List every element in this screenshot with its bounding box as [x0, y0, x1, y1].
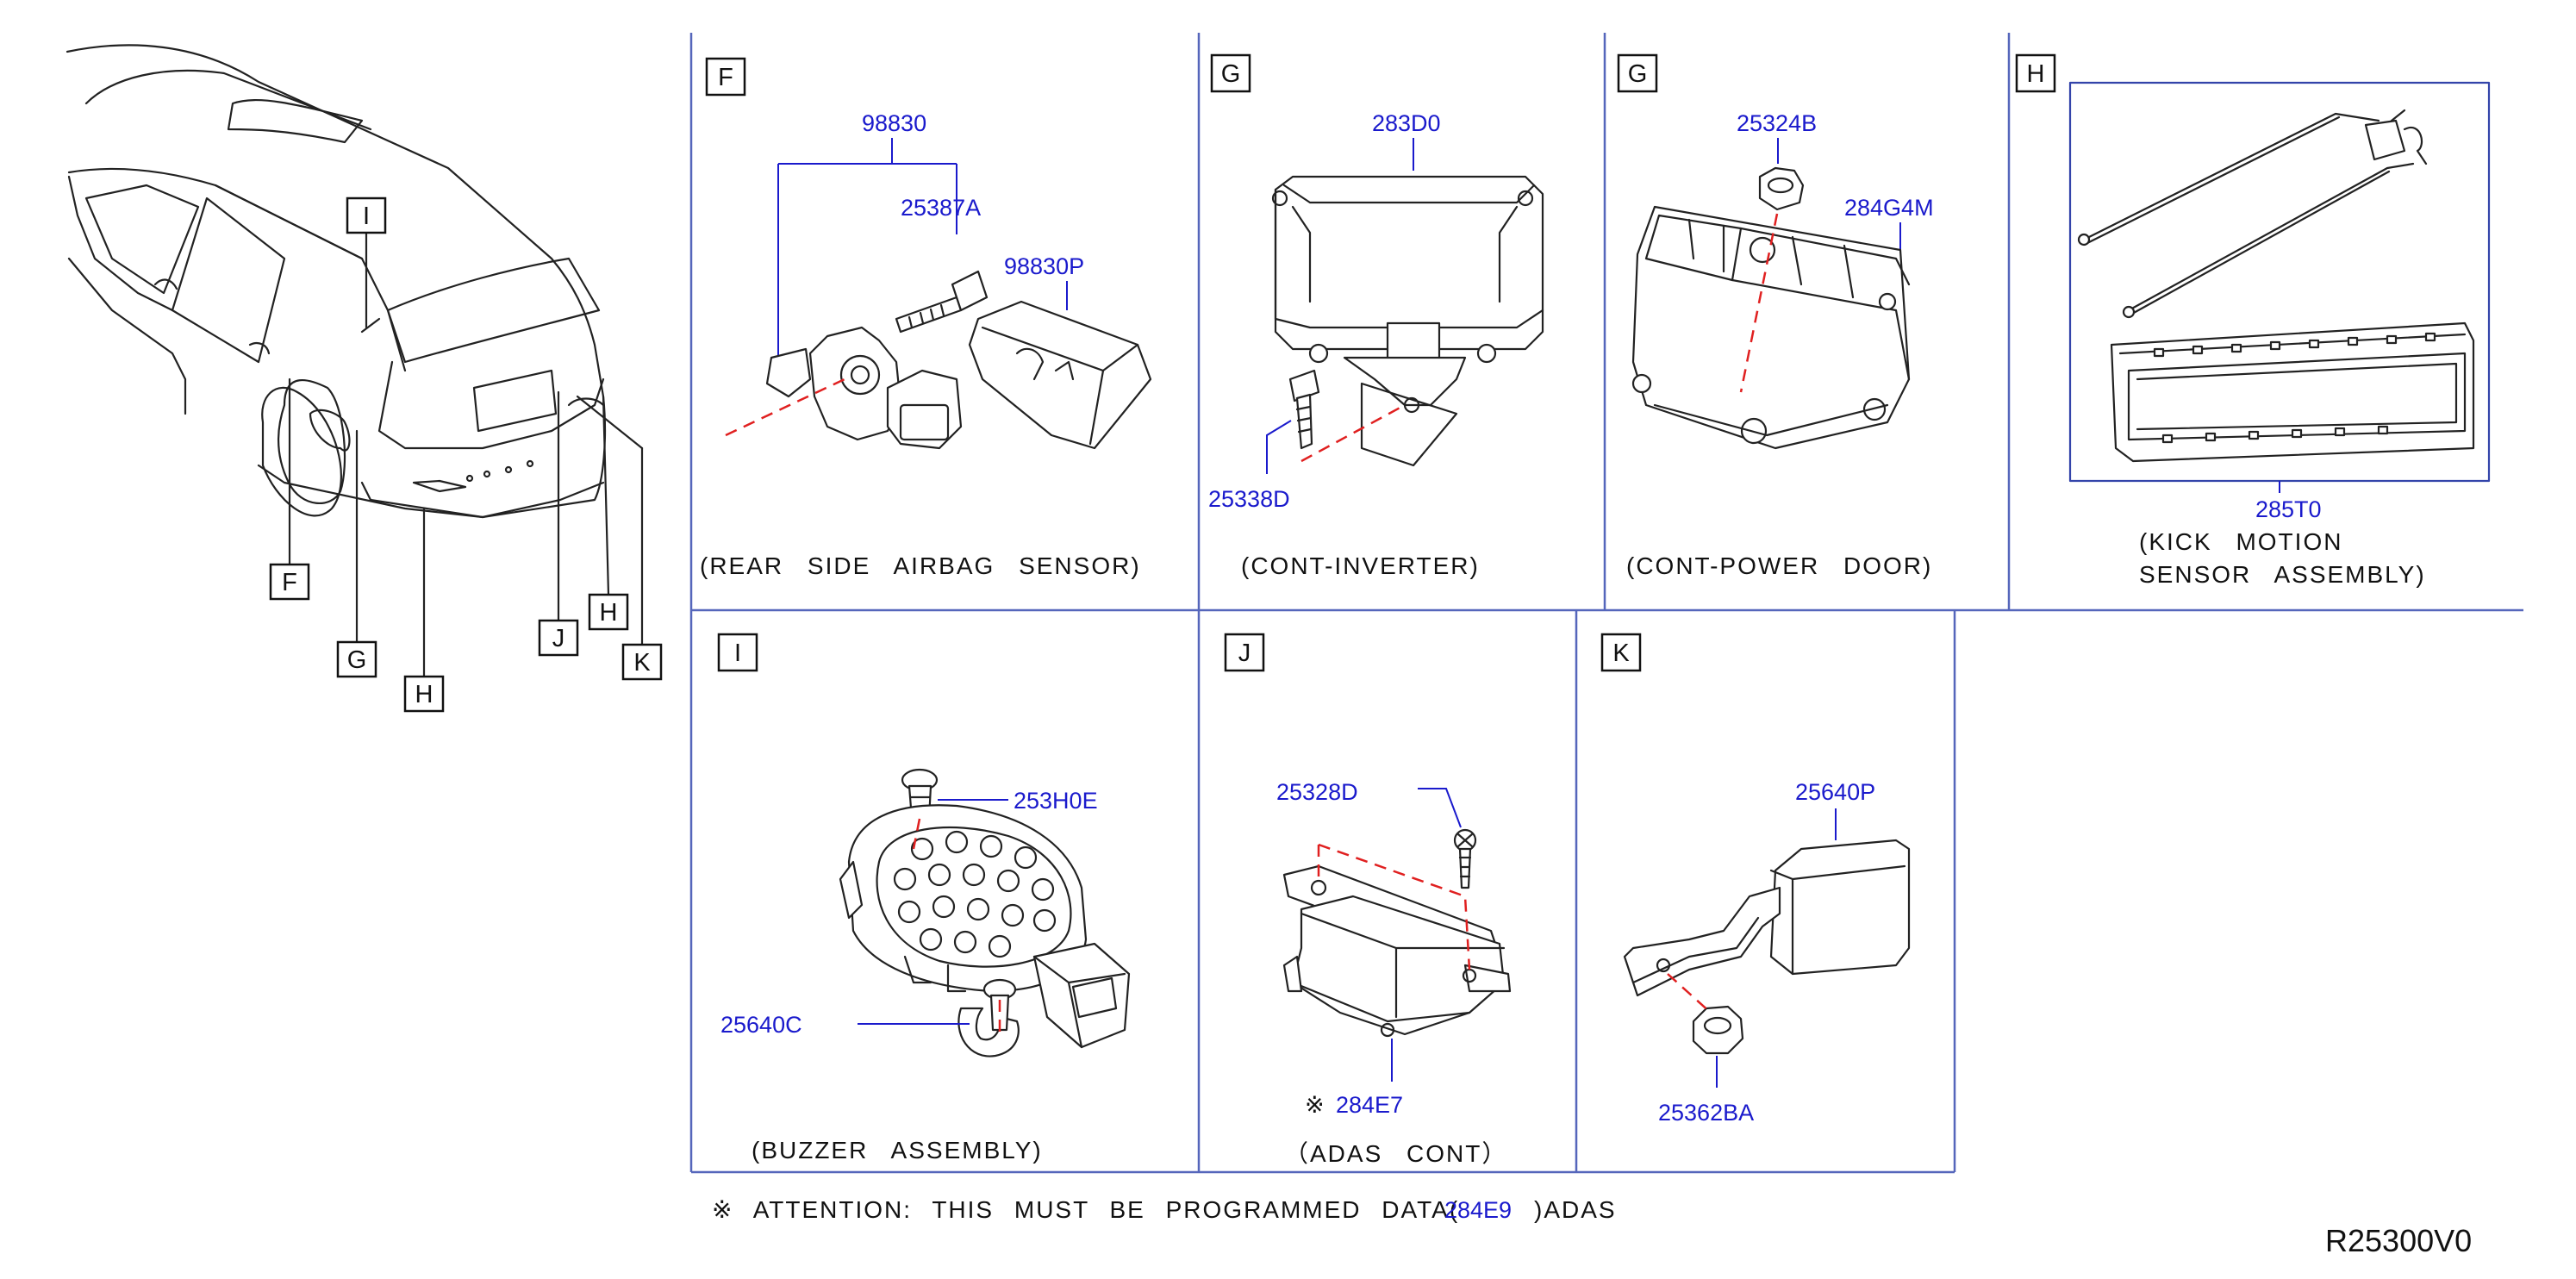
panel-I-buzzer: I 253H0E 25640C (BUZZER ASSEMBLY): [717, 633, 1131, 1164]
part-number-284E7-mark: ※: [1305, 1092, 1325, 1118]
caption-cont-inverter: (CONT-INVERTER): [1241, 552, 1480, 579]
caption-cont-power-door: (CONT-POWER DOOR): [1626, 552, 1932, 579]
svg-text:I: I: [363, 203, 370, 230]
part-number-283D0: 283D0: [1372, 110, 1441, 136]
part-number-25328D: 25328D: [1276, 779, 1358, 805]
callout-box-I: I: [346, 197, 387, 234]
callout-box-K: K: [621, 643, 663, 681]
part-number-98830: 98830: [862, 110, 926, 136]
panel-K: K 25640P 25362BA: [1600, 633, 1911, 1126]
callout-box-F: F: [269, 563, 310, 601]
part-number-25362BA: 25362BA: [1658, 1100, 1754, 1126]
svg-text:G: G: [1221, 60, 1241, 88]
part-number-253H0E: 253H0E: [1014, 788, 1098, 814]
panel-G-cont-inverter: G 283D0 25338D (CONT-INVERTER): [1208, 53, 1544, 579]
vehicle-illustration: [65, 44, 607, 519]
part-number-25640P: 25640P: [1795, 779, 1875, 805]
caption-rear-side-airbag-sensor: (REAR SIDE AIRBAG SENSOR): [700, 552, 1141, 579]
svg-text:K: K: [633, 649, 651, 677]
part-number-25338D: 25338D: [1208, 486, 1290, 512]
svg-text:F: F: [282, 569, 297, 596]
svg-text:H: H: [2027, 60, 2045, 88]
caption-kick-motion-line2: SENSOR ASSEMBLY): [2139, 561, 2426, 588]
panel-G-cont-power-door: G 25324B 284G4M (CONT-POWER DOOR): [1617, 53, 1934, 579]
buzzer-holes: [893, 830, 1057, 958]
callout-box-G: G: [336, 640, 377, 678]
svg-text:J: J: [1238, 640, 1251, 667]
part-number-284G4M: 284G4M: [1844, 195, 1934, 221]
svg-text:G: G: [347, 646, 367, 674]
callout-box-H-lower: H: [403, 675, 445, 713]
caption-kick-motion-line1: (KICK MOTION: [2139, 528, 2342, 555]
programming-attention-note: ※ ATTENTION: THIS MUST BE PROGRAMMED DAT…: [712, 1196, 1617, 1223]
part-number-25387A: 25387A: [901, 195, 981, 221]
callout-box-J: J: [538, 619, 579, 657]
callout-box-H-upper: H: [588, 593, 629, 631]
caption-buzzer-assembly: (BUZZER ASSEMBLY): [752, 1137, 1043, 1164]
svg-text:※ ATTENTION: THIS MUST BE PROG: ※ ATTENTION: THIS MUST BE PROGRAMMED DAT…: [712, 1196, 1459, 1223]
panel-H-kick-motion-sensor: H 285T0 (KICK MOTION SENSOR ASSEMBLY): [2015, 53, 2491, 588]
vehicle-callout-leaders: [288, 229, 644, 678]
panel-grid: [689, 33, 2523, 1174]
svg-text:F: F: [718, 64, 733, 91]
svg-text:J: J: [552, 625, 565, 652]
bar-tabs: [2153, 332, 2436, 444]
part-number-284E7: 284E7: [1336, 1092, 1403, 1118]
part-number-98830P: 98830P: [1004, 253, 1084, 279]
part-number-285T0: 285T0: [2255, 496, 2322, 522]
panel-F: F 98830 25387A 98830P (REAR SIDE AIRBAG …: [700, 57, 1152, 579]
part-number-25324B: 25324B: [1737, 110, 1817, 136]
part-number-25640C: 25640C: [720, 1012, 802, 1038]
svg-text:)ADAS: )ADAS: [1534, 1196, 1617, 1223]
svg-text:K: K: [1612, 640, 1630, 667]
drawing-reference-number: R25300V0: [2325, 1223, 2472, 1258]
note-part-number-284E9: 284E9: [1444, 1197, 1512, 1223]
panel-J-adas-cont: J 25328D ※ 284E7 （ADAS CONT）: [1224, 633, 1512, 1167]
svg-text:I: I: [734, 640, 741, 667]
svg-text:H: H: [600, 599, 618, 627]
caption-adas-cont: （ADAS CONT）: [1284, 1140, 1507, 1167]
svg-text:G: G: [1628, 60, 1648, 88]
svg-text:H: H: [415, 681, 433, 708]
